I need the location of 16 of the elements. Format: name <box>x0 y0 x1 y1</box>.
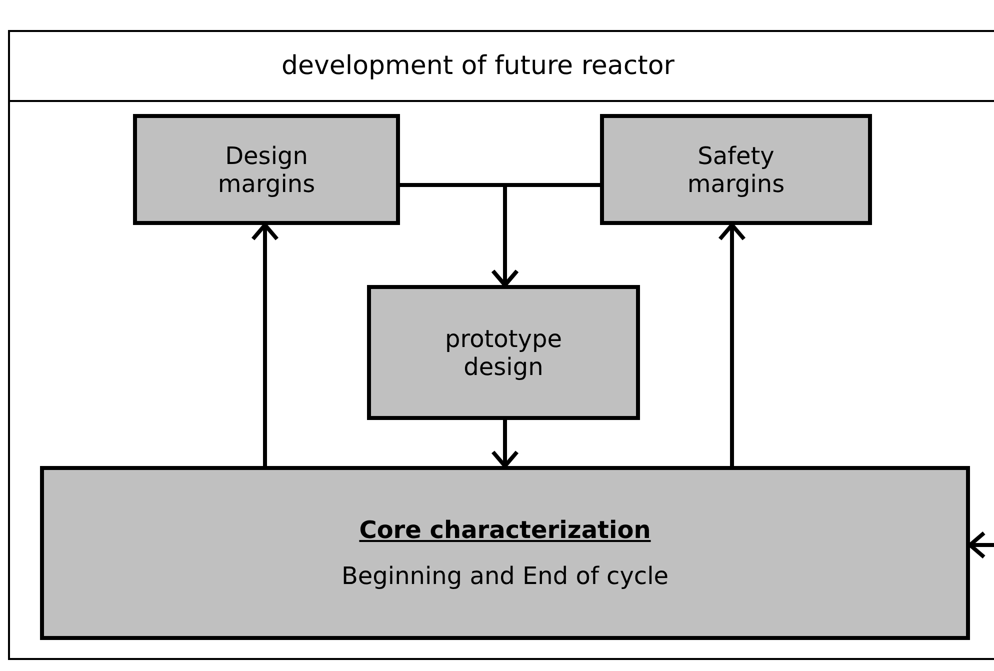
arrow <box>491 183 600 287</box>
box-label: prototype design <box>444 324 563 380</box>
arrow <box>251 223 279 466</box>
process-box <box>133 114 400 225</box>
arrow <box>968 531 994 559</box>
frame-box <box>8 30 994 660</box>
box-label: Design margins <box>216 142 316 198</box>
process-box <box>367 285 640 420</box>
arrow <box>491 420 519 468</box>
process-box <box>600 114 872 225</box>
heading-text: development of future reactor <box>282 51 674 81</box>
arrow <box>718 223 746 466</box>
box-label: Beginning and End of cycle <box>341 562 669 590</box>
process-box <box>40 466 970 640</box>
box-heading: Core characterization <box>359 516 651 544</box>
box-label: Safety margins <box>686 142 786 198</box>
